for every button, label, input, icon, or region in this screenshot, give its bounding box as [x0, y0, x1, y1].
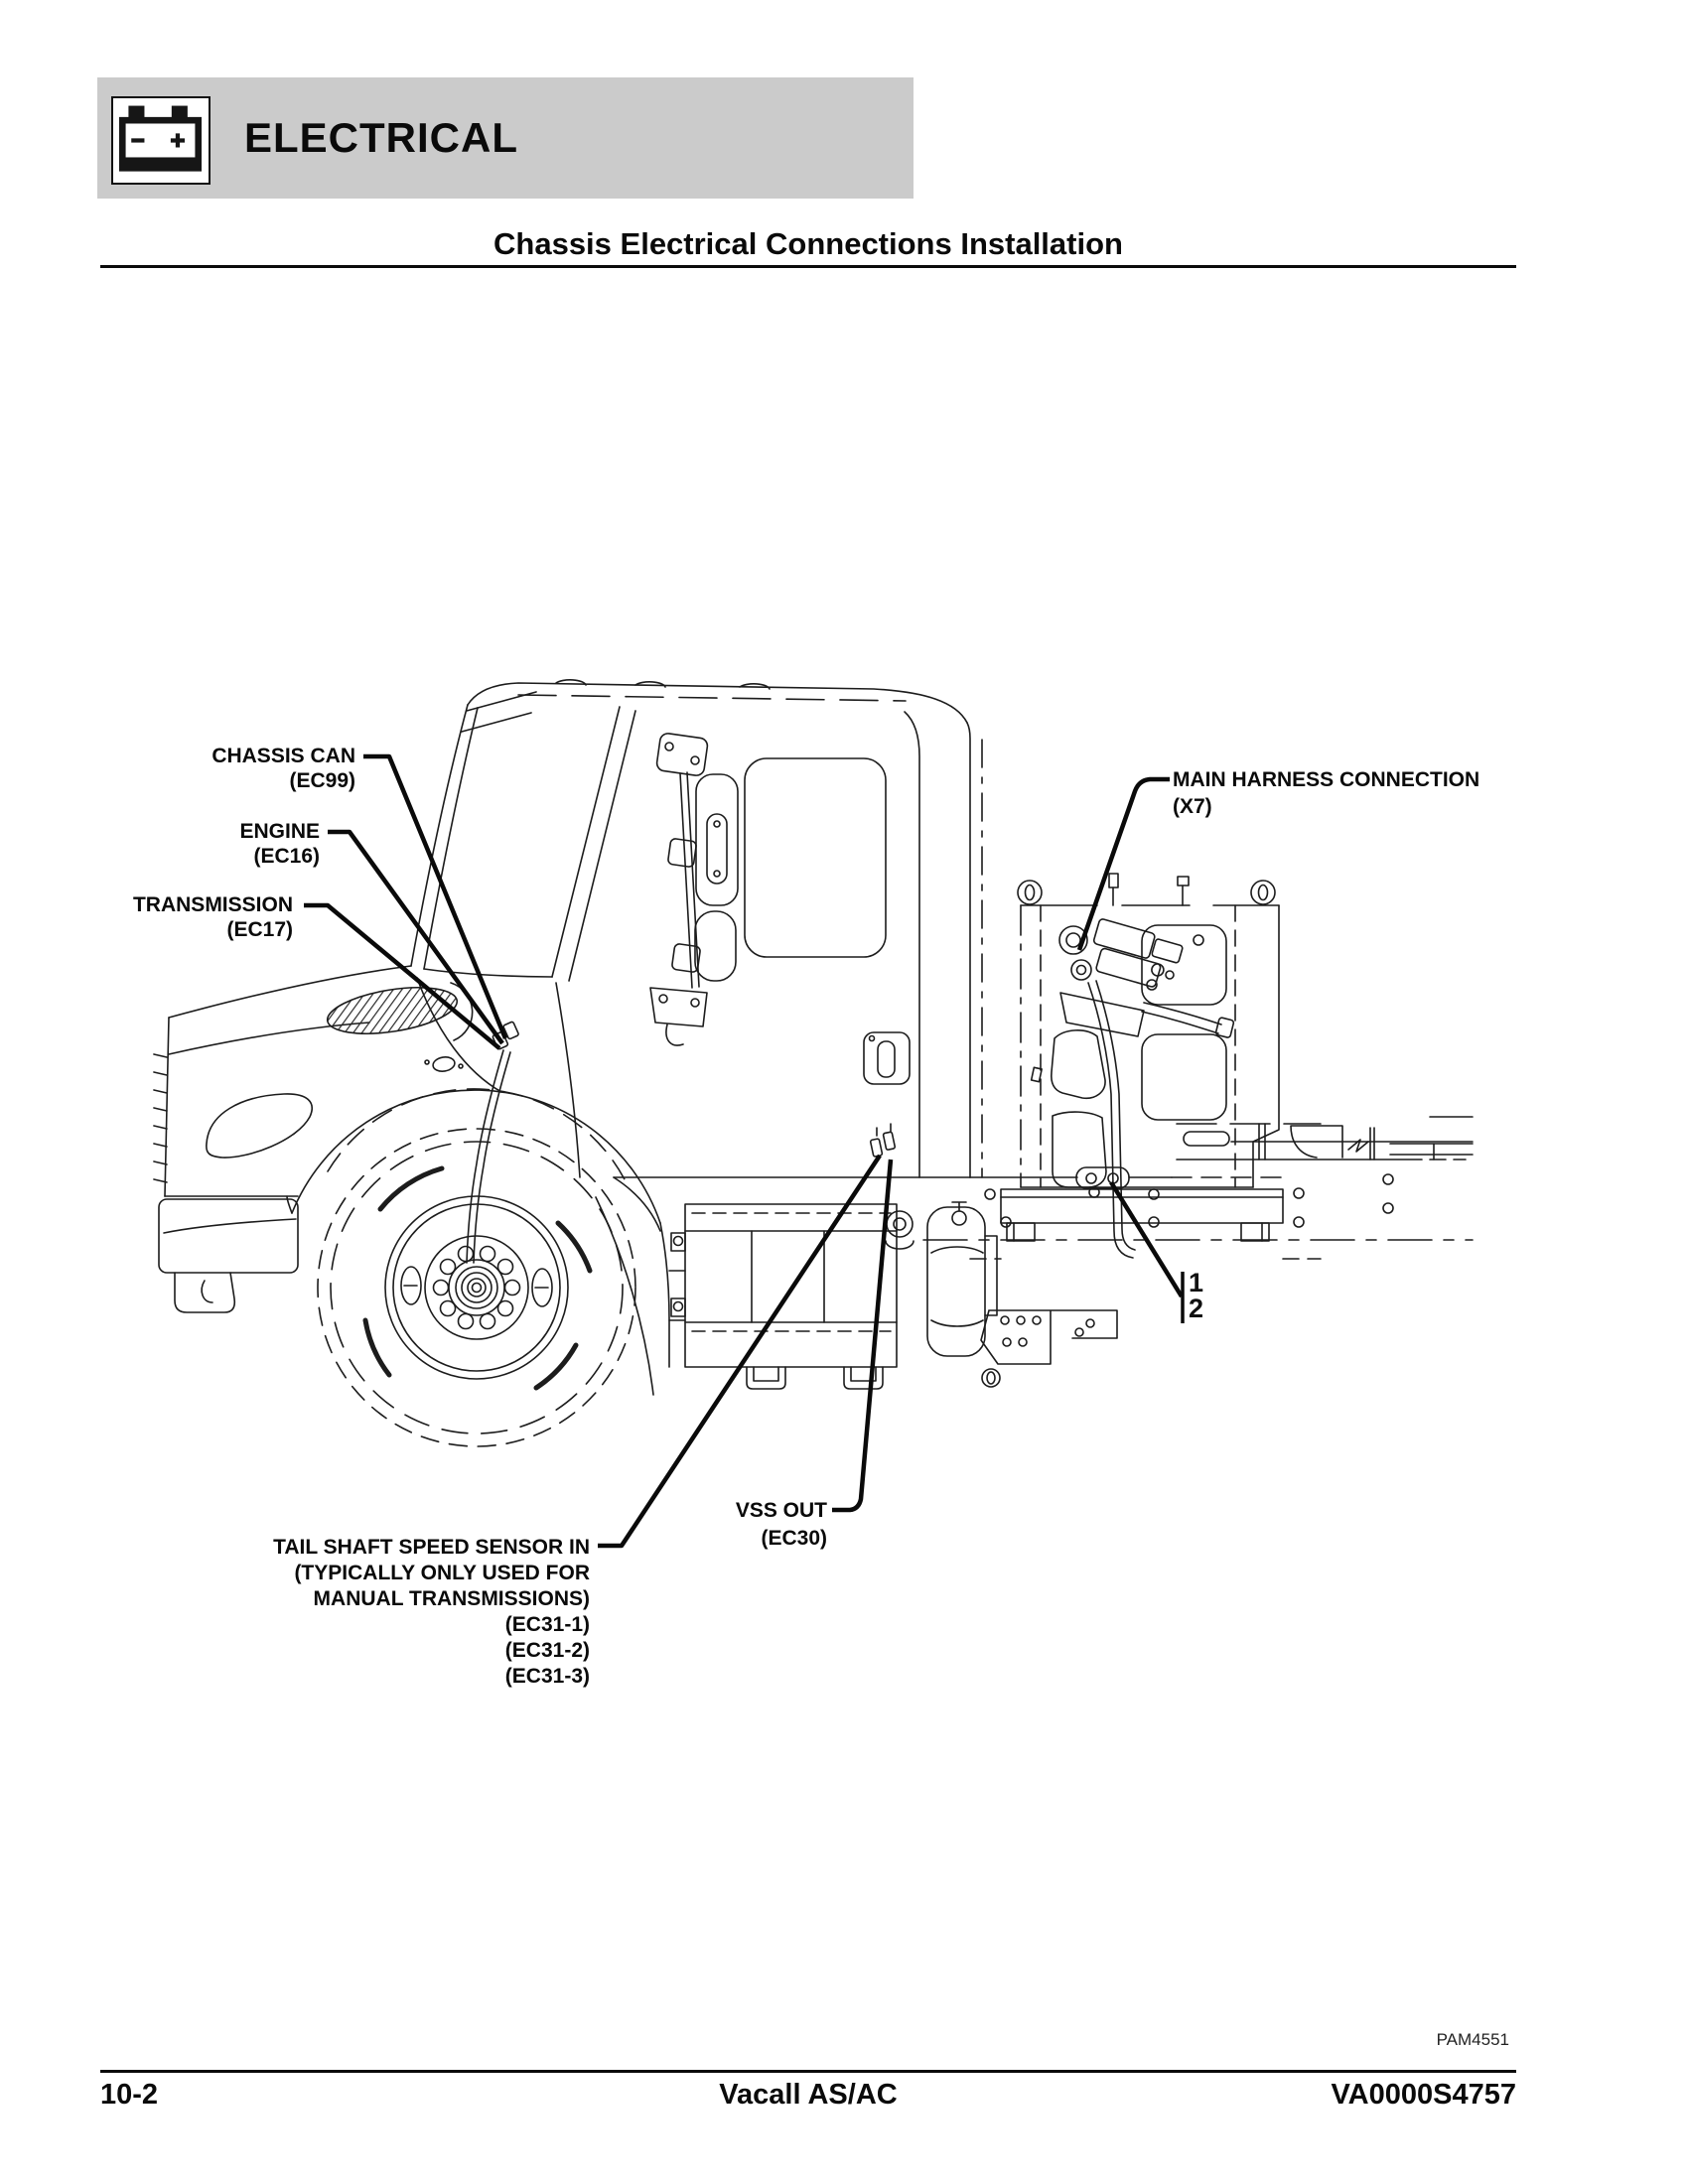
callout-ref-items: 1 2 — [1189, 1268, 1204, 1323]
battery-icon — [111, 96, 211, 185]
figure-code: PAM4551 — [1436, 2030, 1509, 2049]
callout-line: MANUAL TRANSMISSIONS) — [313, 1587, 590, 1610]
title-rule — [100, 265, 1516, 268]
truck-line-art — [153, 679, 1474, 1447]
callout-line: CHASSIS CAN — [211, 745, 355, 767]
footer-page-number: 10-2 — [100, 2079, 159, 2111]
callout-line: VSS OUT — [735, 1499, 827, 1522]
callout-line: (EC17) — [226, 918, 293, 941]
callout-line: TRANSMISSION — [132, 893, 293, 916]
callout-line: (EC30) — [761, 1527, 827, 1550]
leader-chassis-can — [363, 753, 508, 1039]
section-banner: ELECTRICAL — [97, 77, 914, 199]
callout-leader-lines — [304, 753, 1185, 1549]
leader-ref-items — [1109, 1180, 1184, 1298]
callout-line: TAIL SHAFT SPEED SENSOR IN — [273, 1536, 590, 1559]
callout-line: (EC16) — [253, 845, 320, 868]
battery-icon-glyph — [118, 105, 203, 172]
leader-tail-shaft — [598, 1154, 882, 1549]
footer-rule — [100, 2070, 1516, 2073]
callout-engine: ENGINE (EC16) — [239, 819, 320, 869]
callout-vss-out: VSS OUT (EC30) — [736, 1497, 827, 1553]
callout-line: ENGINE — [239, 820, 320, 843]
leader-transmission — [304, 902, 501, 1050]
section-title: ELECTRICAL — [244, 114, 518, 161]
page-title: Chassis Electrical Connections Installat… — [493, 226, 1123, 261]
callout-line: MAIN HARNESS CONNECTION — [1173, 768, 1480, 791]
callout-transmission: TRANSMISSION (EC17) — [133, 892, 293, 942]
callout-line: (EC31-2) — [504, 1639, 590, 1662]
callout-chassis-can: CHASSIS CAN (EC99) — [211, 744, 355, 793]
callout-line: (TYPICALLY ONLY USED FOR — [294, 1562, 590, 1584]
footer-product: Vacall AS/AC — [719, 2079, 898, 2111]
ref-item-2: 2 — [1189, 1294, 1204, 1323]
callout-line: (EC99) — [289, 769, 355, 792]
footer-doc-code: VA0000S4757 — [1331, 2079, 1516, 2111]
callout-line: (EC31-1) — [504, 1613, 590, 1636]
leader-main-harness — [1076, 776, 1170, 951]
leader-vss-out — [832, 1159, 894, 1513]
leader-engine — [328, 829, 504, 1045]
ref-item-1: 1 — [1189, 1268, 1204, 1297]
callout-line: (X7) — [1173, 795, 1212, 818]
callout-tail-shaft-speed-sensor: TAIL SHAFT SPEED SENSOR IN (TYPICALLY ON… — [273, 1535, 590, 1690]
callout-line: (EC31-3) — [504, 1665, 590, 1688]
callout-main-harness-connection: MAIN HARNESS CONNECTION (X7) — [1173, 766, 1479, 820]
